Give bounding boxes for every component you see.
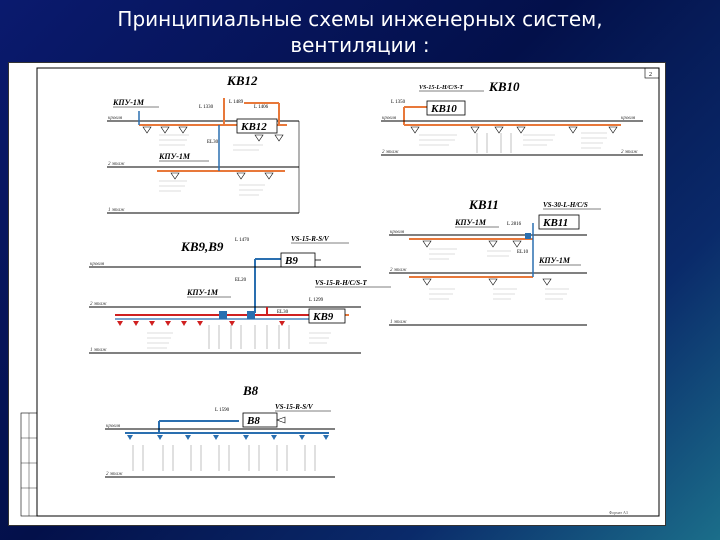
b8-model: VS-15-R-S/V <box>275 403 314 411</box>
kv9-model1: VS-15-R-S/V <box>291 235 330 243</box>
format-stamp: Формат А3 <box>609 510 628 515</box>
scheme-kv11: КВ11 VS-30-L-H/C/S КПУ-1М L 2816 КВ11 кр… <box>389 197 601 326</box>
sheet-number-box <box>644 67 660 79</box>
kv9-floor1: 1 этаж <box>90 348 107 353</box>
ventilation-drawing: 2 Формат А3 КВ12 КПУ-1М L 1330 L 1489 L … <box>8 62 666 526</box>
kv10-floor2-right: 2 этаж <box>621 150 638 155</box>
kv11-title: КВ11 <box>468 197 499 212</box>
kv12-l2: L 1489 <box>229 100 244 105</box>
kv9-ktu: КПУ-1М <box>186 288 219 297</box>
kv12-l3: L 1406 <box>254 105 269 110</box>
kv11-l1: L 2816 <box>507 222 522 227</box>
b9-unit: В9 <box>284 255 298 267</box>
kv9-fan2 <box>247 311 255 319</box>
kv12-ktu1: КПУ-1М <box>112 98 145 107</box>
sheet-number: 2 <box>649 72 652 78</box>
kv11-model: VS-30-L-H/C/S <box>543 201 588 209</box>
kv9-l1: L 1470 <box>235 238 250 243</box>
slide-title-line2: вентиляции : <box>290 33 430 57</box>
drawing-canvas: 2 Формат А3 КВ12 КПУ-1М L 1330 L 1489 L … <box>20 67 660 517</box>
b8-roof: кровля <box>106 424 121 429</box>
kv12-unit-box <box>236 118 278 134</box>
kv9-valve2: ЕL30 <box>277 310 289 315</box>
kv10-title: КВ10 <box>488 79 520 94</box>
kv11-ktu2: КПУ-1М <box>538 256 571 265</box>
scheme-kv10: VS-15-L-H/C/S-T КВ10 L 1350 КВ10 кровля … <box>381 79 643 156</box>
kv12-unit: КВ12 <box>240 121 267 133</box>
kv11-fan <box>525 233 531 239</box>
kv12-ktu2: КПУ-1М <box>158 152 191 161</box>
kv10-l1: L 1350 <box>391 100 406 105</box>
b8-l1: L 1590 <box>215 408 230 413</box>
kv12-roof: кровля <box>108 116 123 121</box>
kv9-unit: КВ9 <box>312 311 334 323</box>
kv11-unit-box <box>538 214 580 230</box>
slide-title-line1: Принципиальные схемы инженерных систем, <box>117 7 603 31</box>
kv10-model: VS-15-L-H/C/S-T <box>419 85 463 91</box>
kv11-floor2: 2 этаж <box>390 268 407 273</box>
kv11-valve: ЕL10 <box>517 250 529 255</box>
kv11-roof: кровля <box>390 230 405 235</box>
kv9-valve1: ЕL20 <box>235 278 247 283</box>
sheet-frame <box>36 67 660 517</box>
kv9-fan1 <box>219 311 227 319</box>
kv11-unit: КВ11 <box>542 217 568 229</box>
scheme-b8: В8 VS-15-R-S/V L 1590 В8 кровля 2 этаж <box>105 383 335 478</box>
slide-title: Принципиальные схемы инженерных систем, … <box>0 6 720 58</box>
kv10-roof-right: кровля <box>621 116 636 121</box>
kv9-floor2: 2 этаж <box>90 302 107 307</box>
kv10-floor2: 2 этаж <box>382 150 399 155</box>
kv9-model2: VS-15-R-H/C/S-T <box>315 279 367 287</box>
kv12-valve: ЕL30 <box>207 140 219 145</box>
kv9-roof: кровля <box>90 262 105 267</box>
b8-unit: В8 <box>246 415 260 427</box>
scheme-kv9-b9: КВ9,В9 L 1470 VS-15-R-S/V В9 кровля ЕL20… <box>89 235 391 354</box>
kv12-l1: L 1330 <box>199 105 214 110</box>
kv10-unit: КВ10 <box>430 103 457 115</box>
kv12-floor1: 1 этаж <box>108 208 125 213</box>
kv11-ktu1: КПУ-1М <box>454 218 487 227</box>
kv10-roof: кровля <box>382 116 397 121</box>
kv12-floor2: 2 этаж <box>108 162 125 167</box>
b8-title: В8 <box>242 383 259 398</box>
kv9-l2: L 1299 <box>309 298 324 303</box>
kv9-unit-box <box>308 308 346 324</box>
b8-floor2: 2 этаж <box>106 472 123 477</box>
kv9-title: КВ9,В9 <box>180 239 224 254</box>
scheme-kv12: КВ12 КПУ-1М L 1330 L 1489 L 1406 кровля … <box>107 73 300 214</box>
kv10-unit-box <box>426 100 466 116</box>
kv11-floor1: 1 этаж <box>390 320 407 325</box>
kv12-title: КВ12 <box>226 73 258 88</box>
